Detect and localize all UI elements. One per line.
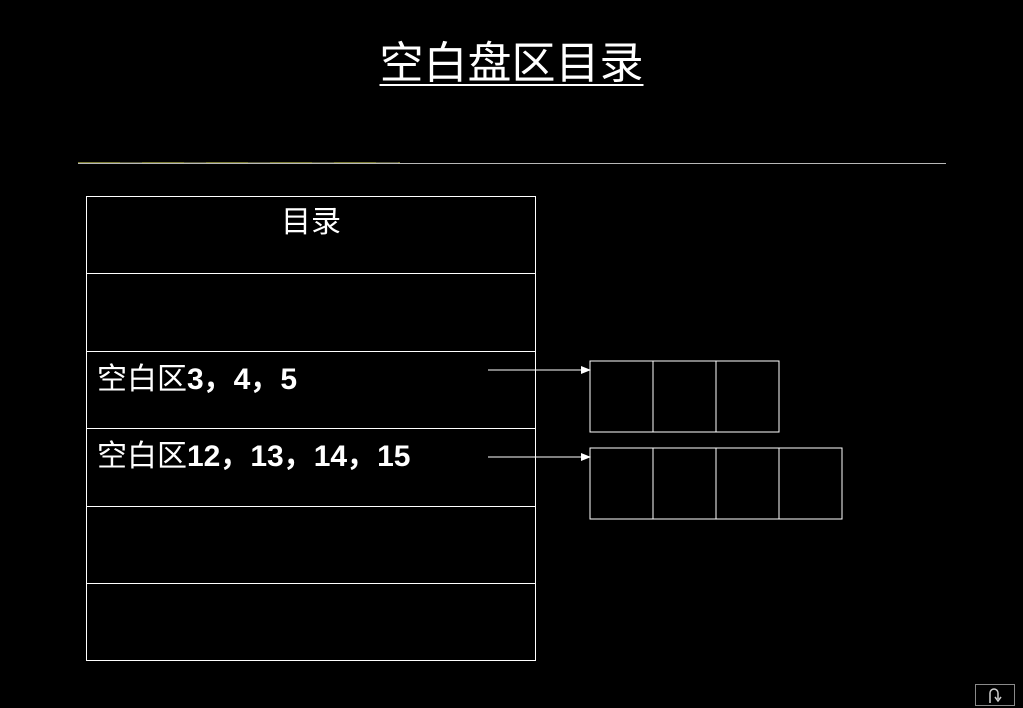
block-group-3-5 — [589, 360, 780, 433]
directory-row-label: 空白区3，4，5 — [97, 360, 297, 400]
directory-row — [87, 507, 535, 584]
block-group-12-15 — [589, 447, 843, 520]
disk-block — [652, 360, 717, 433]
disk-block — [778, 447, 843, 520]
free-area-numbers: 12，13，14，15 — [187, 440, 411, 473]
directory-row-free-3-5: 空白区3，4，5 — [87, 352, 535, 429]
return-icon — [989, 688, 1002, 703]
slide-title: 空白盘区目录 — [379, 38, 644, 89]
directory-header-label: 目录 — [281, 205, 341, 240]
disk-block — [715, 447, 780, 520]
free-area-prefix: 空白区 — [97, 362, 187, 397]
return-button[interactable] — [975, 684, 1015, 706]
directory-table: 目录 空白区3，4，5 空白区12，13，14，15 — [86, 196, 536, 661]
title-rule — [78, 163, 946, 164]
disk-block — [652, 447, 717, 520]
directory-row — [87, 274, 535, 352]
free-area-prefix: 空白区 — [97, 439, 187, 474]
directory-header-row: 目录 — [87, 197, 535, 274]
disk-block — [715, 360, 780, 433]
directory-row-label: 空白区12，13，14，15 — [97, 437, 410, 477]
free-area-numbers: 3，4，5 — [187, 363, 298, 396]
disk-block — [589, 360, 654, 433]
disk-block — [589, 447, 654, 520]
directory-row-free-12-15: 空白区12，13，14，15 — [87, 429, 535, 507]
